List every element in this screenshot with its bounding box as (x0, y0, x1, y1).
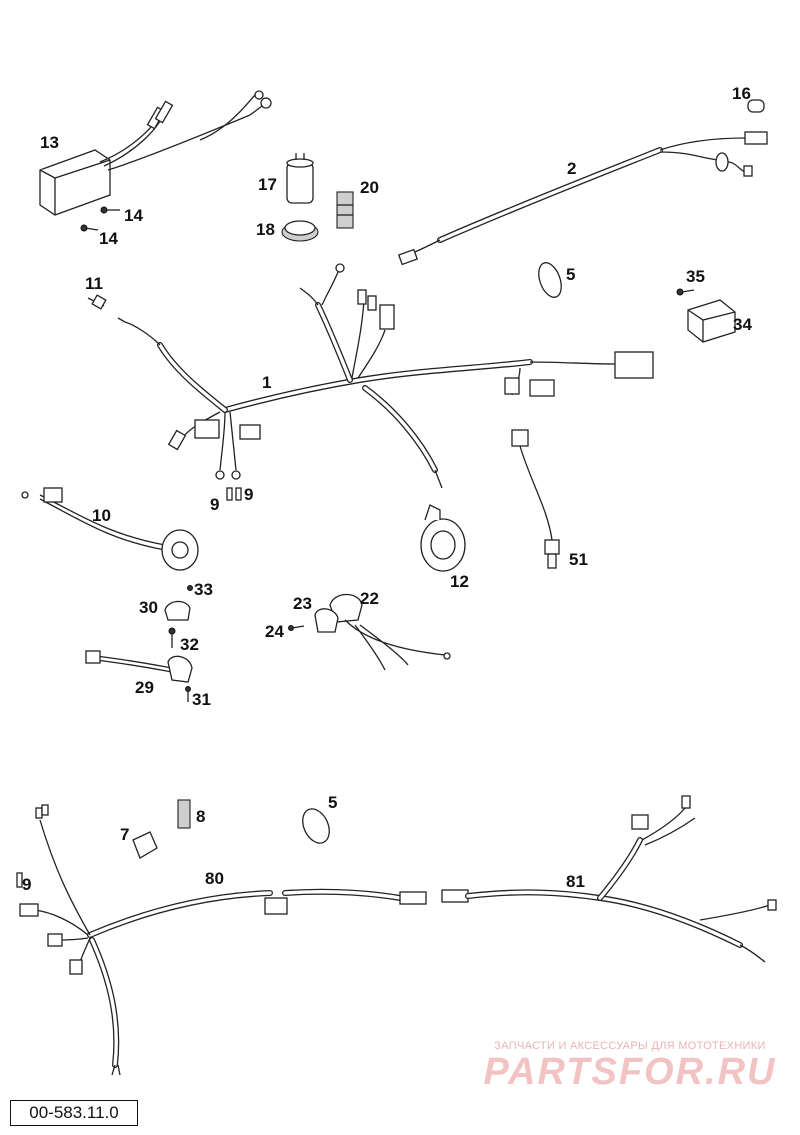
rear-light-cable-part (397, 131, 768, 266)
callout-1: 1 (262, 373, 271, 392)
fuse-9-left (226, 487, 233, 501)
callout-24: 24 (265, 622, 284, 641)
screw-33 (187, 585, 193, 591)
capacitor-part (286, 153, 314, 204)
callout-18: 18 (256, 220, 275, 239)
cable-tie-lower (302, 808, 330, 844)
callout-22: 22 (360, 589, 379, 608)
callout-13: 13 (40, 133, 59, 152)
callout-10: 10 (92, 506, 111, 525)
cdi-unit-part (39, 90, 272, 216)
horn-part (420, 504, 466, 572)
switch-23-part (314, 608, 339, 633)
capacitor-holder-part (281, 220, 319, 242)
watermark-logo: PARTSFOR.RU (483, 1051, 777, 1093)
callout-33: 33 (194, 580, 213, 599)
callout-8: 8 (196, 807, 205, 826)
relay-7-part (132, 831, 158, 859)
callout-30: 30 (139, 598, 158, 617)
screw-32 (168, 627, 176, 648)
watermark: ЗАПЧАСТИ И АКСЕССУАРЫ ДЛЯ МОТОТЕХНИКИ PA… (480, 1040, 780, 1092)
callout-17: 17 (258, 175, 277, 194)
callout-9-bottom: 9 (22, 875, 31, 894)
callout-14-upper: 14 (124, 206, 143, 225)
regulator-part (687, 299, 736, 343)
bracket-part (336, 191, 354, 229)
indicator-lamp-part (87, 294, 107, 310)
callout-34: 34 (733, 315, 752, 334)
callout-23: 23 (293, 594, 312, 613)
callout-35: 35 (686, 267, 705, 286)
callout-5-upper: 5 (566, 265, 575, 284)
callout-9-left: 9 (210, 495, 219, 514)
screw-14-lower (80, 224, 99, 232)
callout-11: 11 (85, 274, 103, 293)
callout-7: 7 (120, 825, 129, 844)
callout-9-right: 9 (244, 485, 253, 504)
callout-80: 80 (205, 869, 224, 888)
bulb-part (747, 99, 765, 113)
bracket-8-part (177, 799, 191, 829)
screw-35 (676, 288, 695, 296)
callout-12: 12 (450, 572, 469, 591)
sensor-30-part (164, 600, 191, 621)
callout-32: 32 (180, 635, 199, 654)
callout-5-lower: 5 (328, 793, 337, 812)
pressure-switch-part (511, 429, 560, 569)
cable-tie-upper (538, 262, 562, 298)
screw-24 (288, 625, 305, 631)
main-wiring-harness-part (117, 263, 654, 489)
callout-14-lower: 14 (99, 229, 118, 248)
harness-81-part (441, 795, 777, 963)
callout-51: 51 (569, 550, 588, 569)
callout-16: 16 (732, 84, 751, 103)
callout-20: 20 (360, 178, 379, 197)
fuse-9-right (235, 487, 242, 501)
sensor-cable-29-part (85, 650, 193, 683)
pickup-cable-part (21, 487, 199, 571)
callout-81: 81 (566, 872, 585, 891)
callout-31: 31 (192, 690, 211, 709)
screw-14-upper (100, 206, 120, 214)
switch-22-part (329, 593, 451, 671)
callout-2: 2 (567, 159, 576, 178)
watermark-caption: ЗАПЧАСТИ И АКСЕССУАРЫ ДЛЯ МОТОТЕХНИКИ (494, 1040, 766, 1052)
harness-80-part (16, 804, 427, 1076)
drawing-code-label: 00-583.11.0 (10, 1100, 138, 1126)
callout-29: 29 (135, 678, 154, 697)
screw-31 (185, 686, 191, 702)
